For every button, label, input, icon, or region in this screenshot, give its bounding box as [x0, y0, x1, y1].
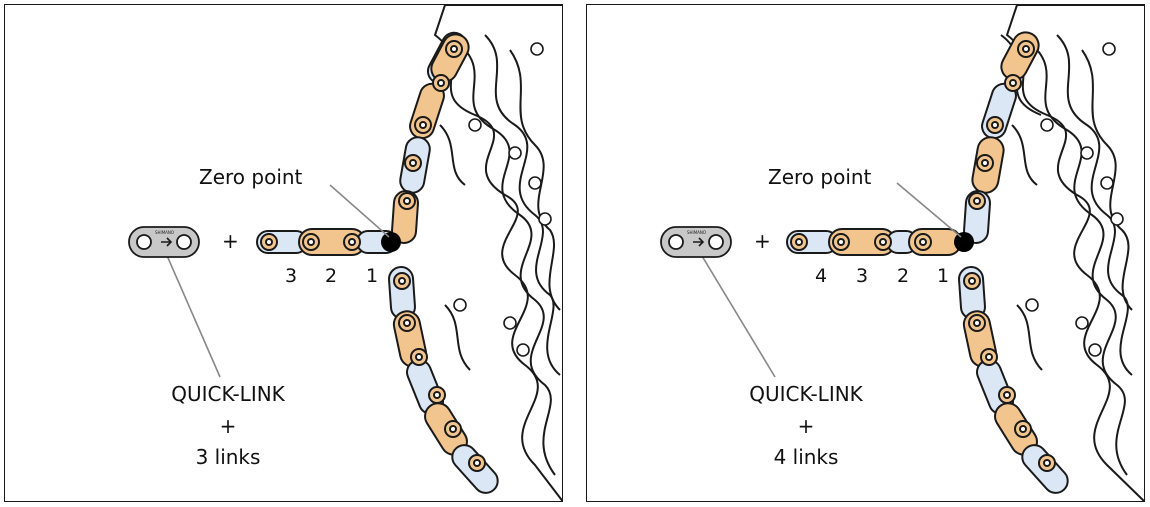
quick-link-leader [698, 250, 776, 378]
diagram-panel-3-links: SHIMANO Zero point + 3 2 1 QUICK-LINK + … [4, 4, 563, 502]
quick-link-icon: SHIMANO [128, 226, 200, 258]
added-links [786, 228, 962, 256]
caption-line-2: + [219, 414, 237, 438]
plus-sign: + [222, 229, 239, 253]
link-number: 3 [856, 265, 869, 287]
caption-line-2: + [797, 414, 815, 438]
cassette-sprockets [433, 5, 562, 501]
zero-point-label: Zero point [768, 165, 872, 189]
zero-point-pin [954, 232, 974, 252]
added-links [256, 228, 398, 256]
chain-upper [391, 31, 470, 244]
caption-line-1: QUICK-LINK [171, 382, 285, 406]
quick-link-leader [164, 250, 221, 378]
chain-illustration: SHIMANO [128, 5, 562, 501]
link-number: 1 [366, 265, 379, 287]
zero-point-leader [329, 184, 390, 238]
caption-line-3: 4 links [773, 445, 839, 469]
quick-link-icon: SHIMANO [660, 226, 732, 258]
chain-lower [958, 266, 1069, 494]
link-number: 2 [325, 265, 338, 287]
quick-link-marking: SHIMANO [687, 230, 706, 235]
link-number: 3 [285, 265, 298, 287]
plus-sign: + [754, 229, 771, 253]
cassette-sprockets [1000, 5, 1144, 501]
chain-illustration: SHIMANO [660, 5, 1144, 501]
quick-link-marking: SHIMANO [155, 230, 174, 235]
caption-line-1: QUICK-LINK [749, 382, 863, 406]
zero-point-pin [381, 232, 401, 252]
link-number: 4 [815, 265, 828, 287]
zero-point-leader [896, 182, 962, 238]
chain-lower [388, 266, 499, 494]
link-number: 1 [937, 265, 950, 287]
zero-point-label: Zero point [199, 165, 303, 189]
chain-upper [963, 31, 1040, 244]
link-number: 2 [897, 265, 910, 287]
caption-line-3: 3 links [195, 445, 261, 469]
diagram-panel-4-links: SHIMANO Zero point + 4 3 2 1 QUICK-LINK … [586, 4, 1145, 502]
